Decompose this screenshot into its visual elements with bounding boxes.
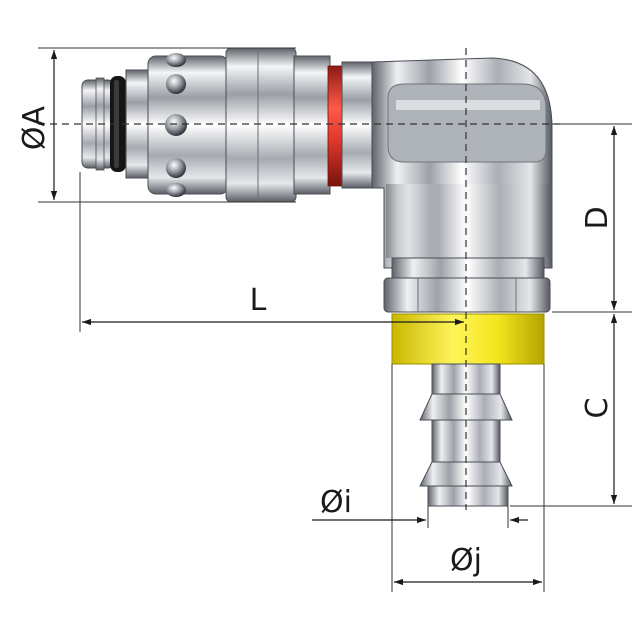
label-dia-i: Øi	[320, 485, 352, 520]
elbow-body	[341, 57, 553, 269]
center-lines	[38, 48, 560, 510]
extension-lines	[38, 47, 632, 592]
dimension-labels: ØA L D C Øi Øj	[17, 105, 615, 578]
coupling-sleeve	[125, 47, 331, 203]
label-length-l: L	[250, 283, 267, 318]
dimension-lines	[50, 50, 618, 586]
hex-nut	[383, 257, 551, 313]
label-dia-j: Øj	[450, 543, 482, 578]
fitting-body	[81, 47, 553, 507]
label-dim-c: C	[580, 398, 615, 419]
label-dia-a: ØA	[17, 105, 52, 150]
label-dim-d: D	[580, 206, 615, 229]
locking-balls	[165, 53, 187, 197]
